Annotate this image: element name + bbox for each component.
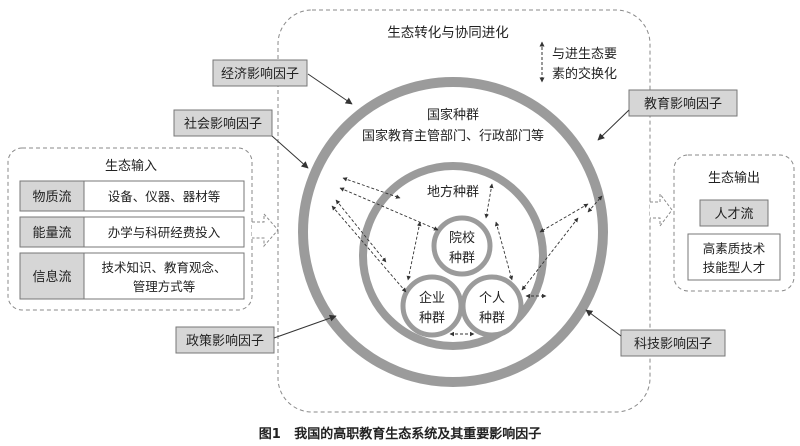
talent-flow-label: 人才流 xyxy=(714,207,753,222)
education-factor: 教育影响因子 xyxy=(628,89,738,117)
information-flow-label: 信息流 xyxy=(32,269,71,285)
output-panel: 生态输出 人才流 高素质技术 技能型人才 xyxy=(673,154,795,292)
enterprise-circle xyxy=(400,274,464,338)
individual-circle xyxy=(460,274,524,338)
technology-factor-label: 科技影响因子 xyxy=(634,336,712,352)
economic-arrow xyxy=(307,73,353,105)
input-panel: 生态输入 物质流 设备、仪器、器材等 能量流 办学与科研经费投入 信息流 技术知… xyxy=(7,147,253,311)
material-flow-row: 物质流 设备、仪器、器材等 xyxy=(19,180,245,212)
transform-title: 生态转化与协同进化 xyxy=(387,25,509,41)
college-label-1: 院校 xyxy=(449,230,475,246)
input-title: 生态输入 xyxy=(105,158,157,174)
national-population-desc: 国家教育主管部门、行政部门等 xyxy=(362,128,544,144)
output-flow-arrow xyxy=(650,192,673,228)
technology-arrow xyxy=(585,309,622,337)
talent-desc-line-1: 高素质技术 xyxy=(703,241,766,256)
national-ring xyxy=(298,77,608,387)
information-flow-content-2: 管理方式等 xyxy=(133,279,196,294)
social-factor-label: 社会影响因子 xyxy=(184,116,262,132)
enterprise-label-2: 种群 xyxy=(419,311,445,326)
talent-desc-line-2: 技能型人才 xyxy=(703,260,766,275)
policy-factor: 政策影响因子 xyxy=(175,326,275,354)
figure-caption: 图1 我国的高职教育生态系统及其重要影响因子 xyxy=(259,426,542,442)
material-flow-content: 设备、仪器、器材等 xyxy=(108,189,221,204)
exchange-note-line-2: 素的交换化 xyxy=(552,66,617,82)
economic-factor: 经济影响因子 xyxy=(212,59,308,87)
national-population-title: 国家种群 xyxy=(427,107,479,123)
social-arrow xyxy=(271,135,309,169)
energy-flow-label: 能量流 xyxy=(32,226,71,241)
information-flow-row: 信息流 技术知识、教育观念、 管理方式等 xyxy=(19,252,245,300)
technology-factor: 科技影响因子 xyxy=(620,329,726,357)
economic-factor-label: 经济影响因子 xyxy=(221,66,299,82)
policy-arrow xyxy=(273,314,337,339)
individual-label-2: 种群 xyxy=(479,311,505,326)
input-flow-arrow xyxy=(252,212,279,248)
enterprise-label-1: 企业 xyxy=(419,290,445,306)
ecosystem-boundary xyxy=(277,9,651,413)
output-title: 生态输出 xyxy=(708,170,760,186)
education-arrow xyxy=(597,109,630,141)
policy-factor-label: 政策影响因子 xyxy=(186,333,264,349)
education-factor-label: 教育影响因子 xyxy=(644,96,722,112)
college-circle xyxy=(431,215,493,277)
material-flow-label: 物质流 xyxy=(32,190,71,205)
local-population-title: 地方种群 xyxy=(427,184,479,200)
individual-label-1: 个人 xyxy=(479,291,505,306)
college-label-2: 种群 xyxy=(449,251,475,266)
social-factor: 社会影响因子 xyxy=(173,109,273,137)
energy-flow-content: 办学与科研经费投入 xyxy=(108,225,221,240)
information-flow-content-1: 技术知识、教育观念、 xyxy=(101,260,226,275)
energy-flow-row: 能量流 办学与科研经费投入 xyxy=(19,216,245,248)
exchange-note-line-1: 与进生态要 xyxy=(552,47,617,62)
interaction-arrows xyxy=(331,177,603,337)
